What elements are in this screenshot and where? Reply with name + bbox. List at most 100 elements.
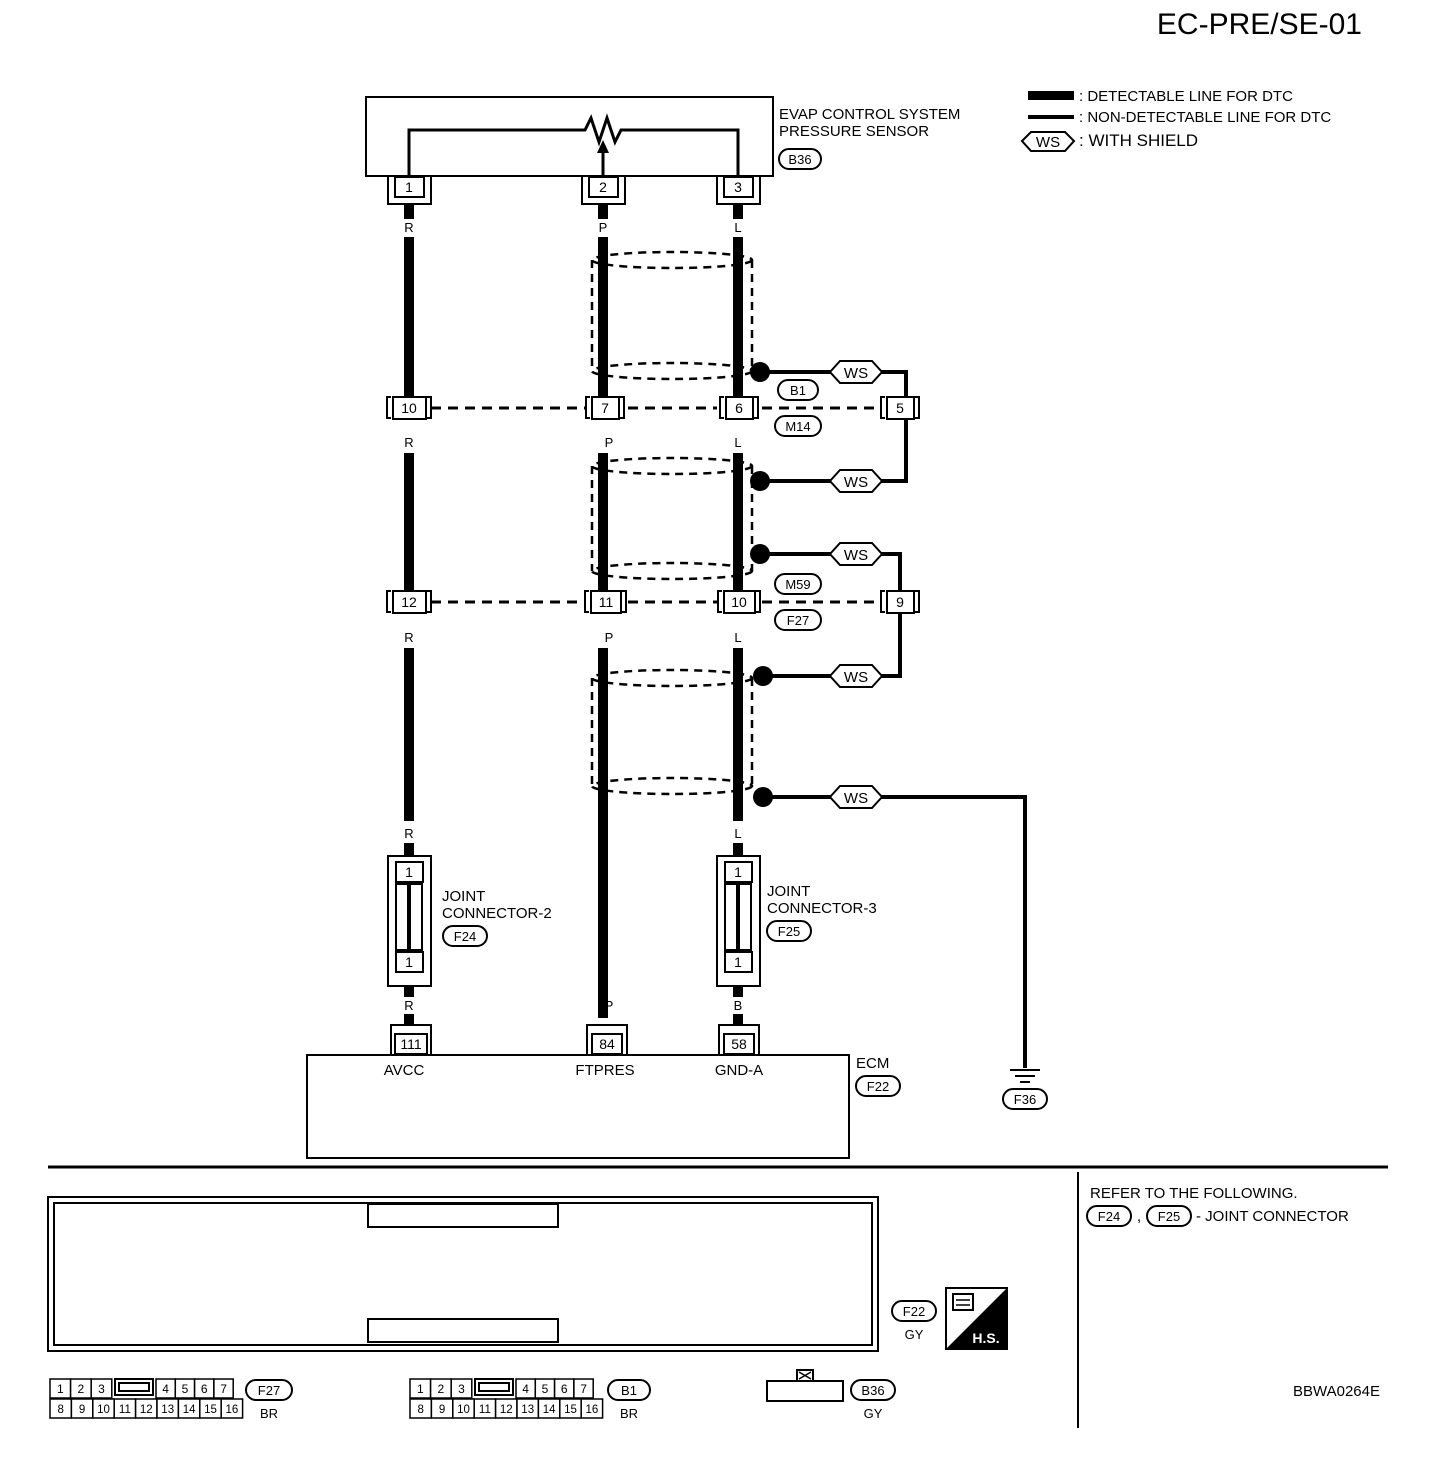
pin-box: [725, 396, 754, 420]
joint2-connector-label: F24: [454, 929, 476, 944]
legend-shield: : WITH SHIELD: [1079, 131, 1198, 150]
b1-pin-13: 13: [521, 1404, 534, 1416]
pin-box: [723, 1033, 755, 1055]
pin-box: [588, 176, 619, 198]
ws-tag: [828, 542, 884, 566]
pin-box: [395, 861, 424, 883]
b1-pin-12: 12: [500, 1404, 513, 1416]
wire-color-labels: R P L R P L R P L R L R P B: [404, 220, 742, 1013]
pin-box: [591, 396, 620, 420]
pin-bracket: [880, 590, 920, 613]
b1-color: BR: [620, 1406, 638, 1421]
sensor-name-line2: PRESSURE SENSOR: [779, 123, 929, 140]
ecm-pin-ftpres: 84: [599, 1036, 615, 1052]
b1-tag: [607, 1379, 651, 1401]
pin-box: [392, 590, 427, 614]
f27-pin-7: 7: [220, 1382, 227, 1396]
f27-pin-6: 6: [201, 1382, 208, 1396]
connector-tag-m59-label: M59: [785, 577, 810, 592]
joint2-label-line1: JOINT: [442, 888, 485, 905]
wire-l-segment: [733, 453, 743, 590]
harness1-pin-l: 6: [735, 400, 743, 416]
sensor-potentiometer-circuit: [407, 113, 740, 177]
refer-conn2-label: F25: [1158, 1209, 1180, 1224]
ecm-connector-tag: [855, 1075, 901, 1097]
pin-cell: [90, 1378, 113, 1399]
ecm-terminal-gnd-a: GND-A: [715, 1062, 763, 1079]
shield-ellipse: [590, 561, 754, 581]
wire-color-r: R: [404, 998, 413, 1013]
shield-ellipse: [590, 776, 754, 796]
f27-pin-9: 9: [79, 1404, 85, 1416]
wire-color-r: R: [404, 630, 413, 645]
pin-bracket: [386, 590, 432, 613]
shield-ellipse: [590, 456, 754, 476]
non-detectable-line-swatch: [1028, 115, 1074, 119]
sensor-name-line1: EVAP CONTROL SYSTEM: [779, 106, 960, 123]
connector-tag-m14: [774, 415, 822, 437]
connector-tag-b1: [777, 379, 819, 401]
ws-tag: [828, 469, 884, 493]
joint2-label-line2: CONNECTOR-2: [442, 905, 552, 922]
ecm-body: [306, 1054, 850, 1159]
joint-bar: [409, 883, 423, 951]
harness-connector-tags: B1 M14 M59 F27: [774, 379, 822, 631]
pin-housing: [586, 1024, 628, 1055]
joint-connector-3: 1 1 JOINT CONNECTOR-3 F25: [716, 855, 877, 987]
connector-tag-f27-label: F27: [787, 613, 809, 628]
pin-housing: [716, 175, 761, 205]
b1-pin-1: 1: [417, 1382, 424, 1396]
splice-dot: [750, 471, 770, 491]
wire-color-r: R: [404, 826, 413, 841]
sensor-connector-label: B36: [788, 152, 811, 167]
refer-conn1-label: F24: [1098, 1209, 1120, 1224]
wire-stub: [733, 843, 743, 857]
joint3-label-line2: CONNECTOR-3: [767, 900, 877, 917]
ws-tag-text: WS: [844, 474, 868, 491]
hs-badge-fill: [946, 1288, 1007, 1349]
pin-housing: [581, 175, 626, 205]
harness-icon: [952, 1293, 974, 1311]
legend-detectable: : DETECTABLE LINE FOR DTC: [1079, 88, 1293, 105]
b1-key: [474, 1378, 514, 1396]
wire-stub: [733, 985, 743, 997]
b36-color: GY: [864, 1406, 883, 1421]
connector-tag-m59: [774, 573, 822, 595]
ecm-face-connector-label: F22: [903, 1304, 925, 1319]
f27-key: [114, 1378, 154, 1396]
joint-connector-2: 1 1 JOINT CONNECTOR-2 F24: [387, 855, 552, 987]
f27-pin-12: 12: [140, 1404, 153, 1416]
legend-shield-tag: WS: [1036, 134, 1060, 151]
harness2-pin-r: 12: [401, 594, 417, 610]
pin-box: [886, 396, 915, 420]
pin-bracket: [584, 590, 627, 613]
joint2-connector-tag: [442, 925, 488, 947]
f27-pin-14: 14: [183, 1404, 196, 1416]
small-connector-decor: F27 BR B1 BR B36 GY: [114, 1369, 896, 1421]
shield-drain-wire: [763, 614, 902, 678]
figure-code: BBWA0264E: [1293, 1383, 1380, 1400]
refer-description: - JOINT CONNECTOR: [1196, 1208, 1349, 1225]
ecm-face-key-bottom: [367, 1318, 559, 1343]
joint2-pin-top: 1: [405, 864, 413, 880]
ws-tag: [828, 785, 884, 809]
joint3-label-line1: JOINT: [767, 883, 810, 900]
pin-box: [724, 861, 753, 883]
page-code: EC-PRE/SE-01: [1157, 8, 1362, 41]
f27-pin-1: 1: [57, 1382, 64, 1396]
sensor-pin-1: 1: [405, 179, 413, 195]
wire-stub: [404, 205, 414, 219]
shield-ellipse: [590, 668, 754, 688]
ecm-face-color: GY: [905, 1327, 924, 1342]
harness-icon-detail: [956, 1299, 970, 1306]
pin-housing: [718, 1024, 760, 1055]
ws-tags: WS WS WS WS WS: [828, 360, 884, 809]
b36-face: [766, 1380, 844, 1402]
pin-cell: [580, 1398, 604, 1419]
f27-color: BR: [260, 1406, 278, 1421]
ecm-pin-avcc: 111: [400, 1036, 421, 1052]
harness-wires: [404, 205, 743, 1026]
b1-pin-9: 9: [439, 1404, 445, 1416]
wire-color-p: P: [599, 220, 608, 235]
b36-tag: [850, 1379, 896, 1401]
